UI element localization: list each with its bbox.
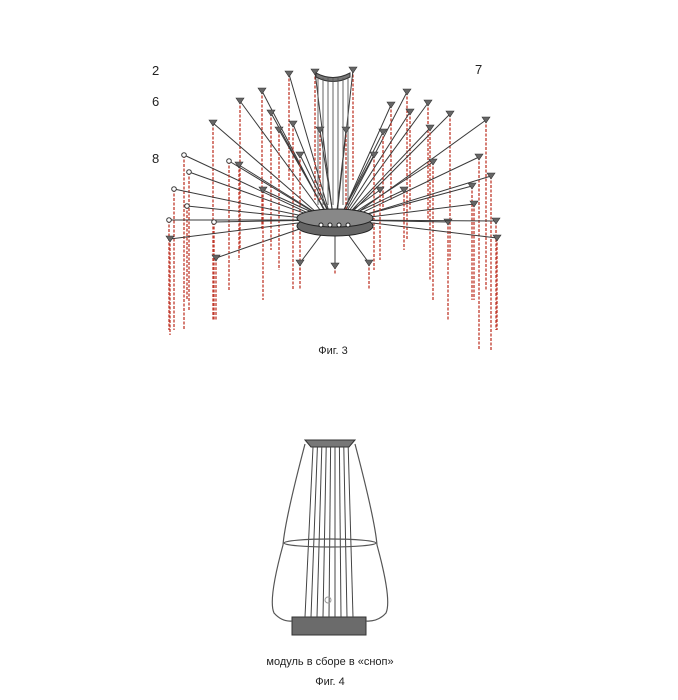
crystal-holder-icon	[288, 120, 298, 128]
hub-socket	[336, 222, 342, 228]
arm-wire	[346, 156, 480, 221]
arm-wire	[188, 171, 324, 221]
hub-socket	[318, 222, 324, 228]
arm-ring-end	[186, 169, 192, 175]
module-strand	[347, 446, 354, 618]
arm-wire	[319, 129, 335, 221]
crystal-holder-icon	[467, 182, 477, 190]
crystal-holder-icon	[295, 151, 305, 159]
arm-wire	[340, 111, 411, 221]
crystal-holder-icon	[364, 259, 374, 267]
crystal-holder-icon	[258, 186, 268, 194]
callout-7: 7	[475, 62, 483, 77]
arm-wire	[342, 127, 431, 221]
crystal-holder-icon	[405, 108, 415, 116]
figure-4-caption: Фиг. 4	[315, 676, 345, 688]
arm-wire	[173, 188, 323, 221]
arm-wire	[228, 160, 327, 221]
module-base	[291, 616, 367, 636]
module-strand	[304, 446, 314, 618]
arm-wire	[292, 123, 333, 221]
crystal-holder-icon	[295, 259, 305, 267]
crystal-holder-icon	[491, 217, 501, 225]
arm-ring-end	[171, 186, 177, 192]
callout-8: 8	[152, 151, 160, 166]
arm-wire	[288, 73, 332, 221]
crystal-holder-icon	[425, 124, 435, 132]
crystal-holder-icon	[369, 151, 379, 159]
arm-wire	[347, 175, 492, 221]
hub-top	[296, 208, 374, 228]
crystal-holder-icon	[378, 128, 388, 136]
crystal-holder-icon	[469, 200, 479, 208]
arm-wire	[183, 154, 324, 221]
arm-wire	[212, 122, 326, 221]
module-outer-wire-right	[354, 443, 389, 622]
crystal-holder-icon	[274, 126, 284, 134]
crystal-holder-icon	[402, 88, 412, 96]
crystal-holder-icon	[423, 99, 433, 107]
crystal-holder-icon	[266, 109, 276, 117]
arm-ring-end	[181, 152, 187, 158]
figure-3-caption: Фиг. 3	[318, 345, 348, 357]
callout-2: 2	[152, 63, 160, 78]
crystal-holder-icon	[481, 116, 491, 124]
crystal-holder-icon	[399, 186, 409, 194]
module-strand	[310, 446, 318, 618]
crystal-holder-icon	[486, 172, 496, 180]
arm-wire	[335, 129, 347, 221]
arm-ring-end	[184, 203, 190, 209]
module-bulb-icon	[324, 596, 332, 604]
crystal-holder-icon	[428, 158, 438, 166]
crystal-holder-icon	[235, 97, 245, 105]
crystal-holder-icon	[348, 66, 358, 74]
crystal-holder-icon	[165, 235, 175, 243]
module-top-cap	[303, 439, 357, 448]
crystal-holder-icon	[375, 186, 385, 194]
module-outer-wire-left	[271, 443, 306, 622]
crystal-holder-icon	[386, 101, 396, 109]
arm-ring-end	[226, 158, 232, 164]
arm-wire	[239, 100, 328, 221]
hub-socket	[345, 222, 351, 228]
module-strand	[338, 446, 342, 618]
module-strand	[322, 446, 327, 618]
module-strand	[328, 446, 332, 618]
crystal-holder-icon	[445, 110, 455, 118]
arm-wire	[169, 219, 322, 240]
crystal-holder-icon	[310, 68, 320, 76]
crystal-holder-icon	[208, 119, 218, 127]
arm-ring-end	[211, 219, 217, 225]
figure-4-subtitle: модуль в сборе в «сноп»	[266, 656, 394, 668]
crystal-holder-icon	[284, 70, 294, 78]
arm-ring-end	[166, 217, 172, 223]
module-ring	[283, 538, 377, 548]
module-strand	[316, 446, 323, 618]
arm-wire	[342, 102, 429, 221]
module-strand	[343, 446, 348, 618]
arm-wire	[346, 119, 487, 221]
hub-socket	[327, 222, 333, 228]
crystal-holder-icon	[330, 262, 340, 270]
crystal-holder-icon	[492, 234, 502, 242]
crystal-holder-icon	[474, 153, 484, 161]
arm-wire	[343, 113, 451, 221]
crystal-holder-icon	[257, 87, 267, 95]
callout-6: 6	[152, 94, 160, 109]
crystal-holder-icon	[211, 254, 221, 262]
crystal-holder-icon	[234, 161, 244, 169]
arm-wire	[278, 129, 331, 221]
arm-wire	[347, 219, 498, 239]
